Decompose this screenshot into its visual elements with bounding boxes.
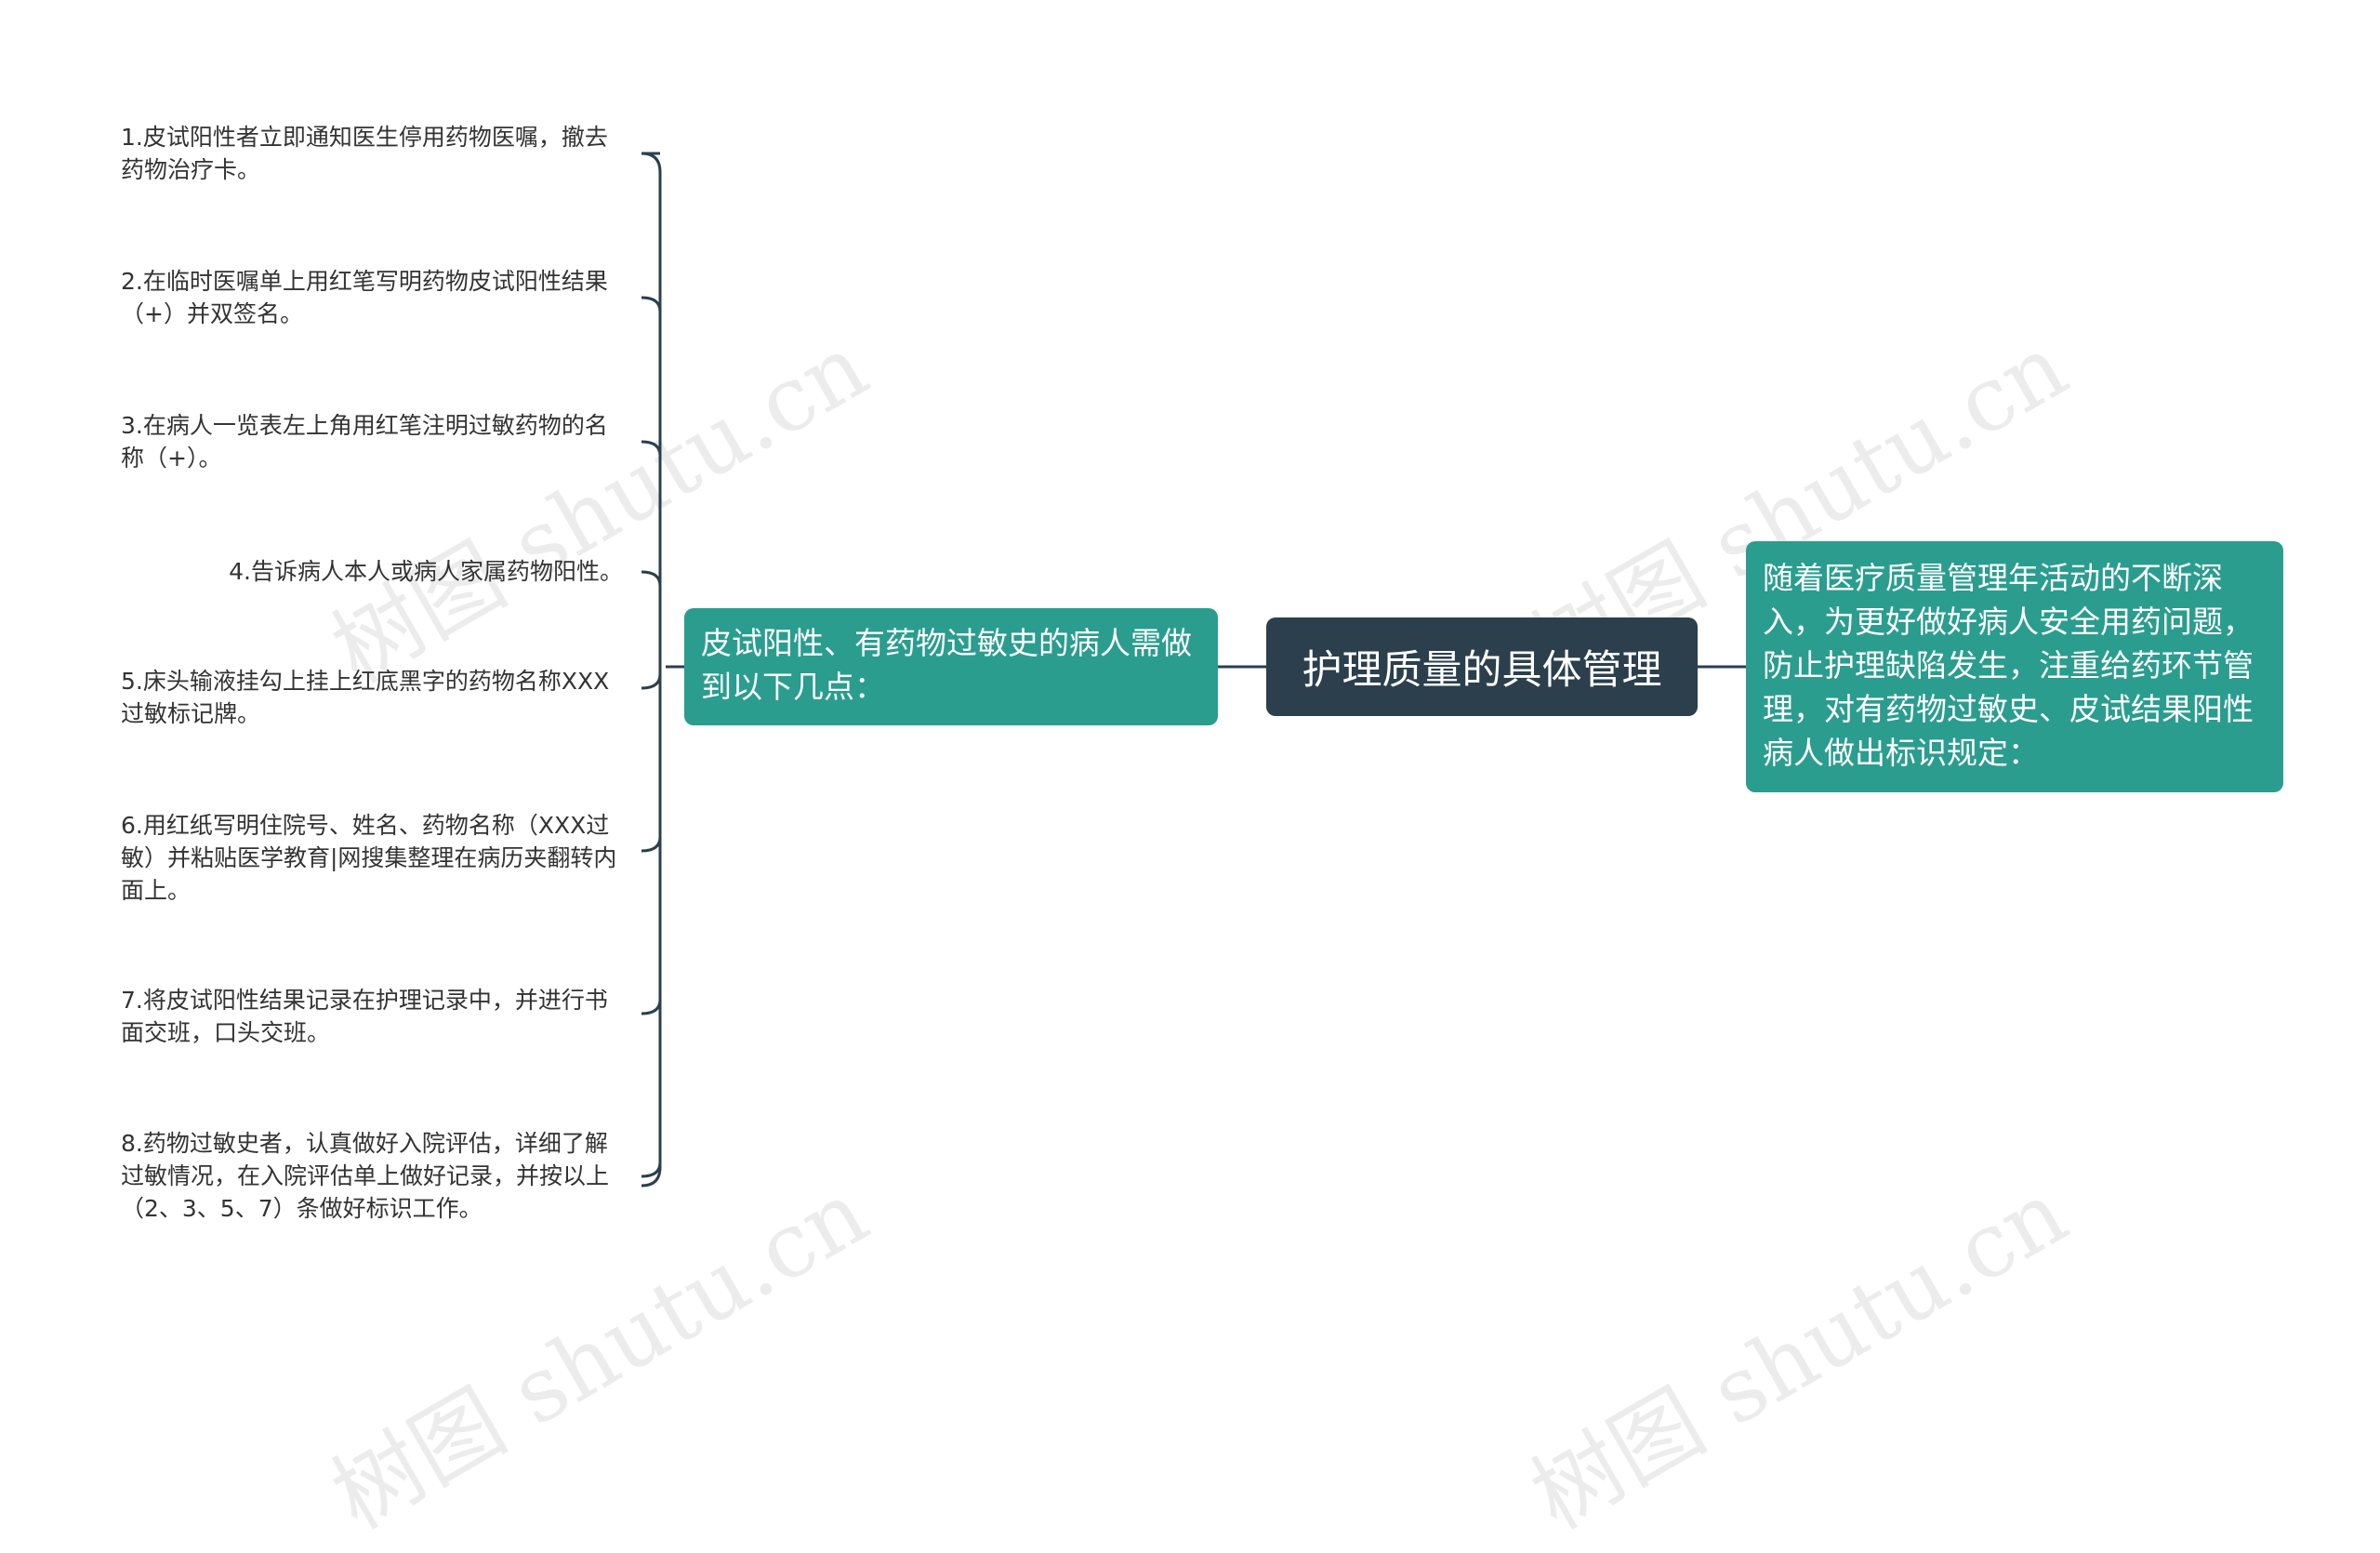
- tick-item-8: [641, 1161, 662, 1178]
- central-topic[interactable]: 护理质量的具体管理: [1266, 617, 1698, 716]
- list-item-7[interactable]: 7.将皮试阳性结果记录在护理记录中，并进行书面交班，口头交班。: [121, 987, 608, 1046]
- list-item-6[interactable]: 6.用红纸写明住院号、姓名、药物名称（XXX过敏）并粘贴医学教育|网搜集整理在病…: [121, 812, 617, 904]
- right-branch-node[interactable]: 随着医疗质量管理年活动的不断深入，为更好做好病人安全用药问题，防止护理缺陷发生，…: [1746, 541, 2283, 792]
- list-item-3[interactable]: 3.在病人一览表左上角用红笔注明过敏药物的名称（+）。: [121, 412, 608, 471]
- tick-item-6: [641, 836, 662, 853]
- list-item-5[interactable]: 5.床头输液挂勾上挂上红底黑字的药物名称XXX过敏标记牌。: [121, 668, 610, 727]
- tick-item-2: [641, 296, 662, 312]
- central-topic-label: 护理质量的具体管理: [1302, 647, 1662, 694]
- list-item-4[interactable]: 4.告诉病人本人或病人家属药物阳性。: [229, 558, 623, 585]
- left-branch-label: 皮试阳性、有药物过敏史的病人需做到以下几点：: [701, 625, 1192, 705]
- tick-item-7: [641, 999, 662, 1015]
- tick-item-3: [641, 440, 662, 457]
- left-branch-node[interactable]: 皮试阳性、有药物过敏史的病人需做到以下几点：: [684, 608, 1218, 725]
- connector-lines: [641, 152, 1746, 1188]
- right-branch-label: 随着医疗质量管理年活动的不断深入，为更好做好病人安全用药问题，防止护理缺陷发生，…: [1763, 560, 2254, 771]
- bracket-spine: [641, 152, 662, 1188]
- tick-item-5: [641, 673, 662, 690]
- list-item-2[interactable]: 2.在临时医嘱单上用红笔写明药物皮试阳性结果（+）并双签名。: [121, 268, 608, 327]
- list-item-8[interactable]: 8.药物过敏史者，认真做好入院评估，详细了解过敏情况，在入院评估单上做好记录，并…: [121, 1130, 610, 1222]
- tick-item-4: [641, 570, 662, 587]
- list-item-1[interactable]: 1.皮试阳性者立即通知医生停用药物医嘱，撤去药物治疗卡。: [121, 124, 608, 183]
